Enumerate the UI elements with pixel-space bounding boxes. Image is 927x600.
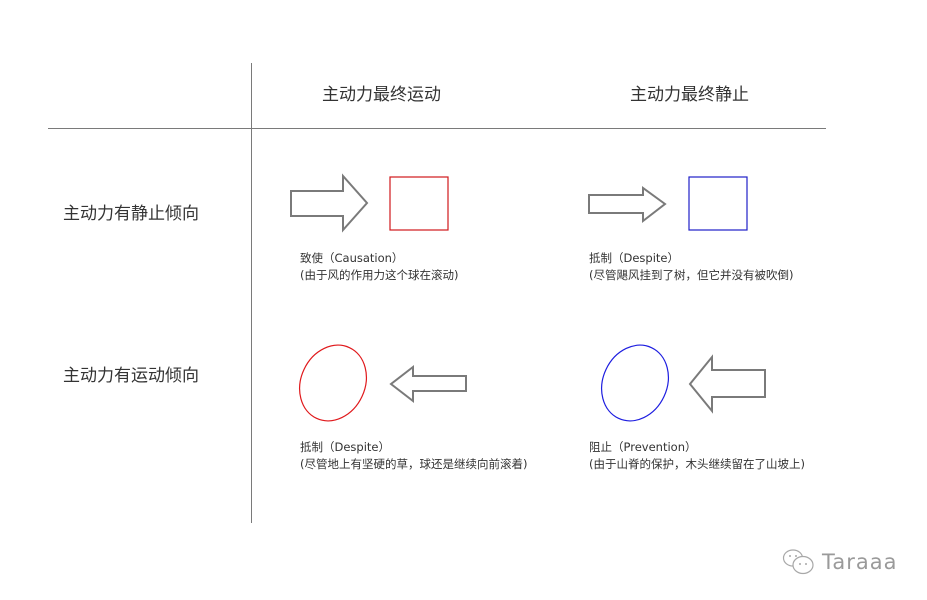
watermark: Taraaa bbox=[782, 548, 897, 576]
caption-title: 抵制（Despite） bbox=[300, 440, 391, 454]
wechat-icon bbox=[782, 549, 814, 575]
vertical-divider bbox=[251, 63, 252, 523]
column-header-motion: 主动力最终运动 bbox=[322, 85, 441, 105]
left-arrow-icon bbox=[389, 364, 467, 404]
caption-desc: (由于山脊的保护，木头继续留在了山坡上) bbox=[589, 457, 805, 471]
ellipse-shape bbox=[601, 344, 669, 422]
caption-title: 阻止（Prevention） bbox=[589, 440, 697, 454]
left-arrow-icon bbox=[688, 354, 766, 414]
column-header-rest: 主动力最终静止 bbox=[630, 85, 749, 105]
row-header-motion-tendency: 主动力有运动倾向 bbox=[63, 366, 199, 386]
cell-caption-causation: 致使（Causation） (由于风的作用力这个球在滚动) bbox=[300, 250, 458, 284]
watermark-text: Taraaa bbox=[822, 550, 898, 574]
square-shape bbox=[688, 176, 748, 231]
ellipse-shape bbox=[299, 344, 367, 422]
horizontal-divider bbox=[48, 128, 826, 129]
cell-caption-prevention: 阻止（Prevention） (由于山脊的保护，木头继续留在了山坡上) bbox=[589, 439, 805, 473]
cell-caption-despite-1: 抵制（Despite） (尽管飓风挂到了树，但它并没有被吹倒) bbox=[589, 250, 793, 284]
caption-title: 致使（Causation） bbox=[300, 251, 404, 265]
row-header-rest-tendency: 主动力有静止倾向 bbox=[63, 204, 199, 224]
caption-desc: (由于风的作用力这个球在滚动) bbox=[300, 268, 459, 282]
right-arrow-icon bbox=[588, 186, 667, 224]
caption-desc: (尽管飓风挂到了树，但它并没有被吹倒) bbox=[589, 268, 794, 282]
caption-desc: (尽管地上有坚硬的草，球还是继续向前滚着) bbox=[300, 457, 528, 471]
square-shape bbox=[389, 176, 449, 231]
cell-caption-despite-2: 抵制（Despite） (尽管地上有坚硬的草，球还是继续向前滚着) bbox=[300, 439, 527, 473]
right-arrow-icon bbox=[290, 173, 369, 233]
caption-title: 抵制（Despite） bbox=[589, 251, 680, 265]
